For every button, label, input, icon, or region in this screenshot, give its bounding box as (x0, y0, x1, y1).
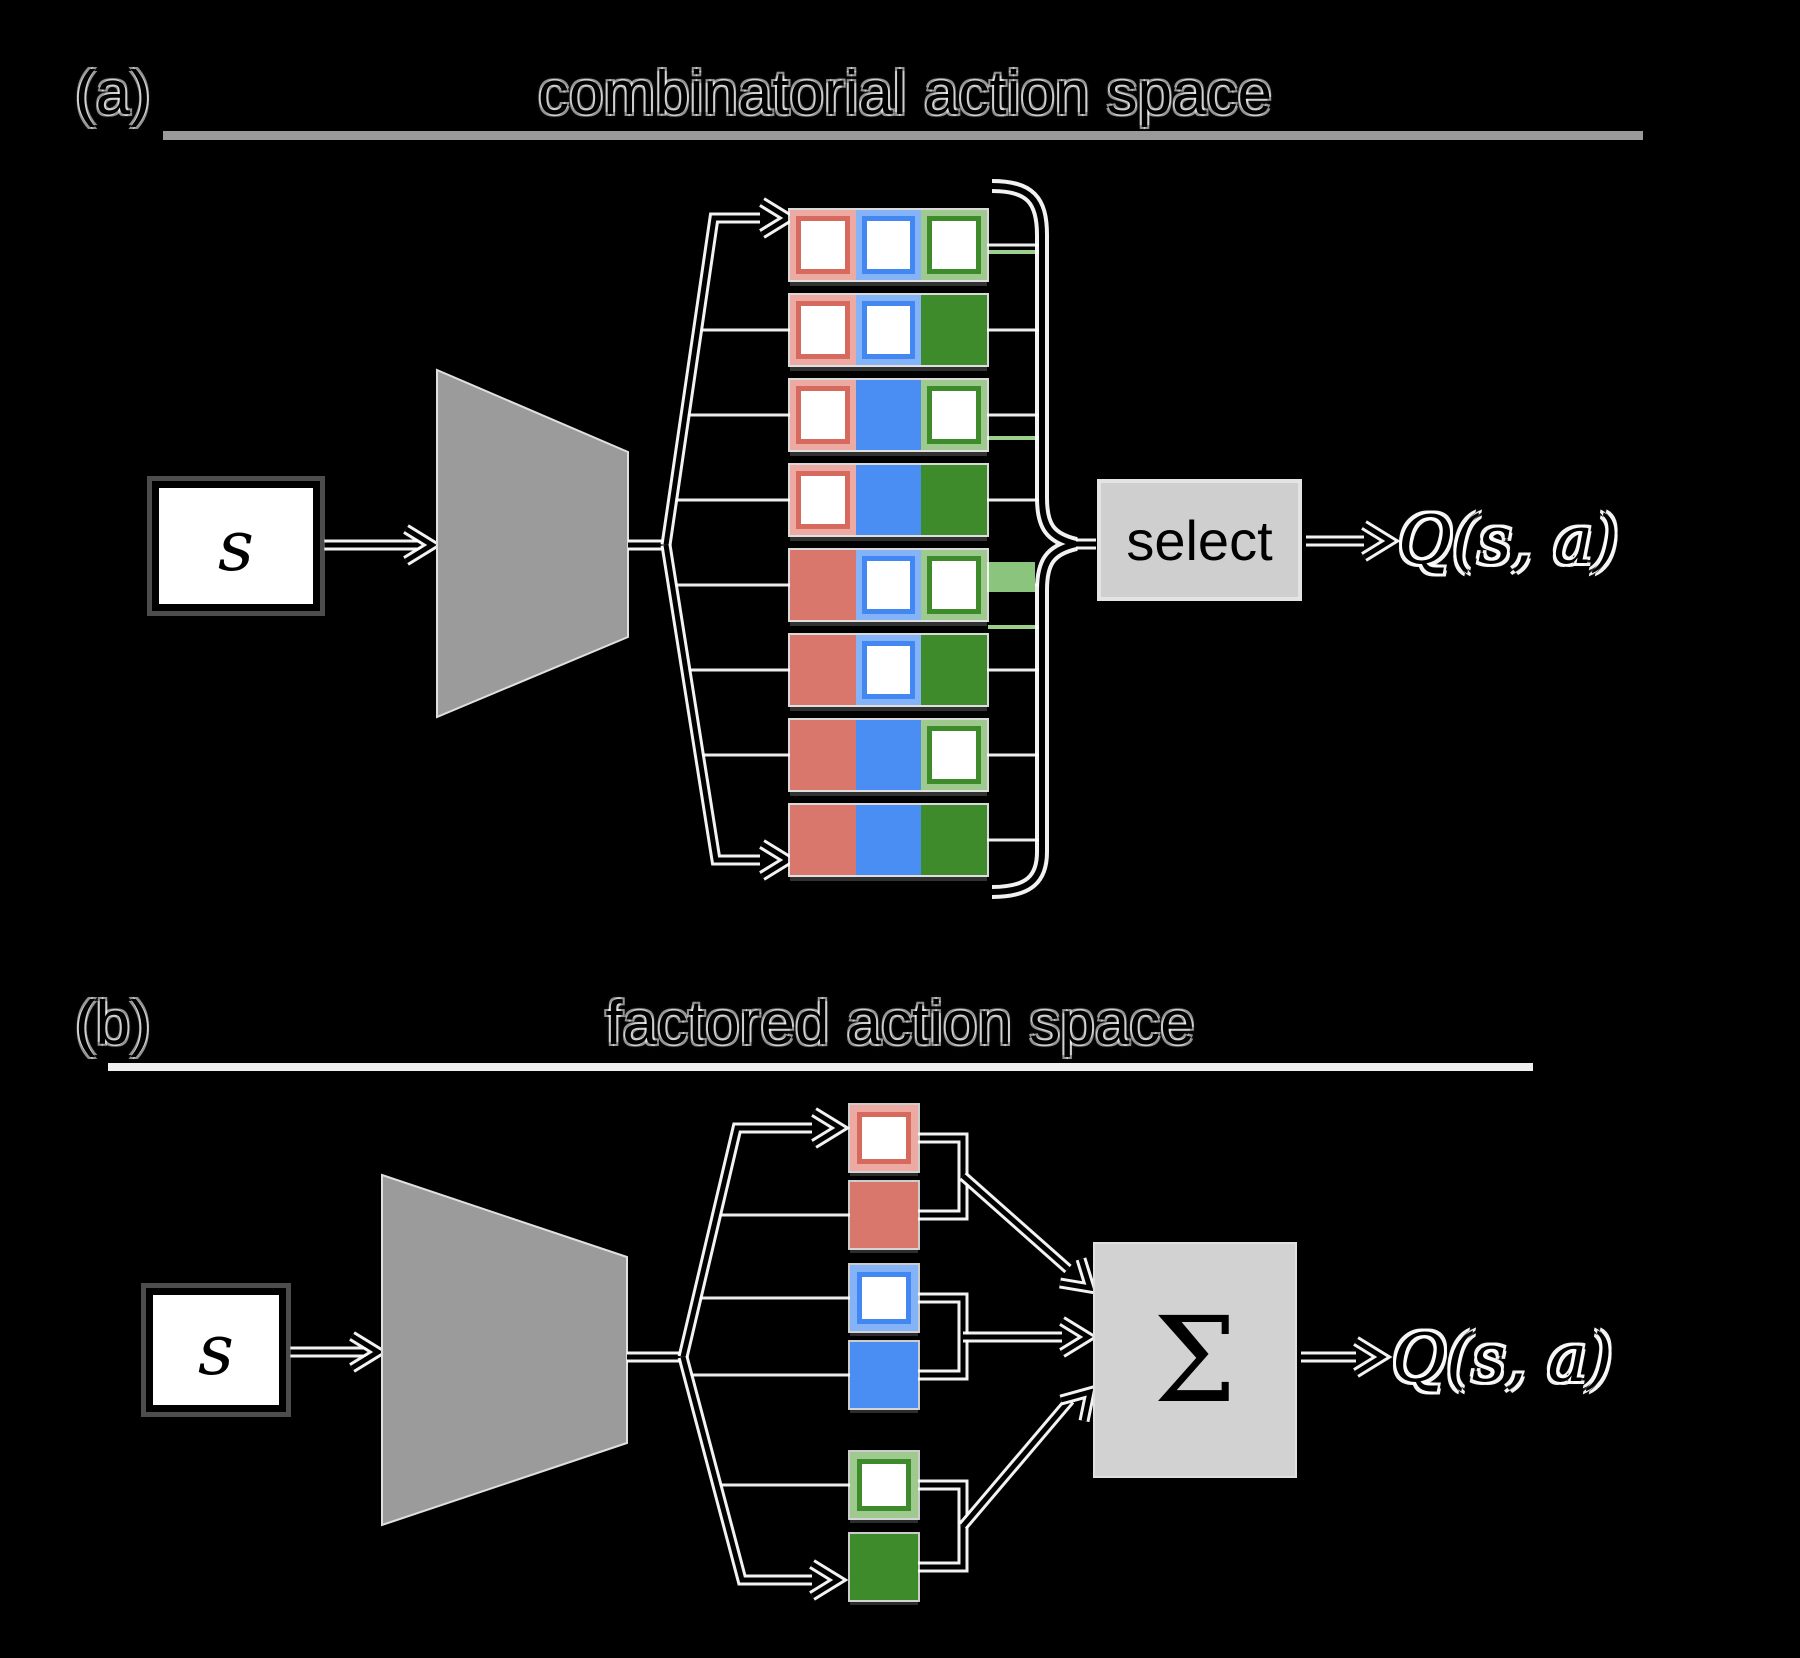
action-cell-green-on (921, 465, 988, 535)
factor-square-inner (857, 1459, 911, 1511)
fan-connector-lines-b (688, 1213, 850, 1487)
factor-square-blue-off (850, 1265, 918, 1331)
state-box-a: s (152, 481, 320, 611)
q-value-label-b: Q(s, a) (1392, 1320, 1613, 1397)
action-cell-blue-on (855, 380, 922, 450)
curly-brace (991, 179, 1096, 899)
action-cell-inner (796, 386, 850, 444)
factor-square-blue-on (850, 1342, 918, 1408)
action-row-8 (790, 805, 988, 875)
action-row-3 (790, 380, 988, 450)
action-cell-inner (927, 386, 982, 444)
action-cell-blue-off (855, 550, 922, 620)
action-row-7 (790, 720, 988, 790)
pair-bracket-blue (918, 1292, 1099, 1381)
sum-label: Σ (1153, 1291, 1237, 1429)
action-cell-red-on (790, 805, 856, 875)
arrow-sum-to-q (1301, 1336, 1393, 1378)
factor-square-red-off (850, 1105, 918, 1171)
fan-out-lines-a (628, 197, 799, 881)
q-value-label-a: Q(s, a) (1398, 502, 1619, 579)
green-tab (987, 562, 1035, 592)
action-cell-red-on (790, 635, 856, 705)
action-cell-inner (796, 216, 850, 274)
action-row-5 (790, 550, 988, 620)
row-brace-connector-lines (940, 243, 1040, 842)
action-cell-inner (861, 301, 916, 359)
factor-square-green-on (850, 1534, 918, 1600)
action-cell-blue-off (855, 210, 922, 280)
state-label-a: s (218, 505, 254, 587)
action-row-6 (790, 635, 988, 705)
action-cell-inner (927, 216, 982, 274)
action-cell-green-on (921, 635, 988, 705)
pair-bracket-green (918, 1384, 1098, 1573)
action-row-1 (790, 210, 988, 280)
factor-square-red-on (850, 1182, 918, 1248)
arrow-select-to-q (1306, 520, 1401, 562)
action-cell-inner (927, 556, 982, 614)
sum-box: Σ (1093, 1242, 1297, 1478)
panel-a-label: (a) (75, 59, 151, 128)
fan-connector-lines-a (672, 328, 792, 757)
action-cell-inner (861, 641, 916, 699)
action-cell-green-off (921, 550, 988, 620)
action-cell-inner (861, 216, 916, 274)
action-cell-green-off (921, 720, 988, 790)
action-cell-inner (861, 556, 916, 614)
factor-square-inner (857, 1112, 911, 1164)
action-cell-blue-off (855, 295, 922, 365)
arrow-state-to-network-a (324, 524, 443, 566)
panel-b-title-underline (108, 1063, 1533, 1071)
neural-network-trapezoid-a (436, 368, 629, 719)
panel-b-title: factored action space (605, 989, 1195, 1058)
state-label-b: s (198, 1309, 234, 1391)
action-cell-red-on (790, 550, 856, 620)
combinatorial-action-rows (790, 210, 988, 890)
panel-b-label: (b) (75, 989, 151, 1058)
select-label: select (1126, 508, 1273, 572)
factor-square-green-off (850, 1452, 918, 1518)
action-row-4 (790, 465, 988, 535)
action-cell-green-on (921, 295, 988, 365)
action-cell-red-off (790, 465, 856, 535)
action-cell-green-off (921, 210, 988, 280)
arrow-state-to-network-b (290, 1331, 389, 1373)
action-cell-red-on (790, 720, 856, 790)
action-cell-inner (796, 301, 850, 359)
action-cell-red-off (790, 295, 856, 365)
action-cell-red-off (790, 380, 856, 450)
action-cell-green-on (921, 805, 988, 875)
panel-a-title: combinatorial action space (537, 59, 1273, 128)
action-cell-inner (796, 471, 850, 529)
action-cell-blue-on (855, 465, 922, 535)
action-cell-blue-on (855, 805, 922, 875)
factor-square-inner (857, 1272, 911, 1324)
action-row-2 (790, 295, 988, 365)
pair-bracket-red (918, 1132, 1098, 1295)
action-cell-blue-on (855, 720, 922, 790)
panel-a-title-underline (163, 131, 1643, 140)
select-box: select (1097, 479, 1302, 601)
neural-network-trapezoid-b (381, 1173, 628, 1527)
state-box-b: s (146, 1288, 286, 1412)
action-cell-green-off (921, 380, 988, 450)
action-cell-red-off (790, 210, 856, 280)
fan-out-lines-b (627, 1107, 851, 1601)
action-cell-inner (927, 726, 982, 784)
action-cell-blue-off (855, 635, 922, 705)
